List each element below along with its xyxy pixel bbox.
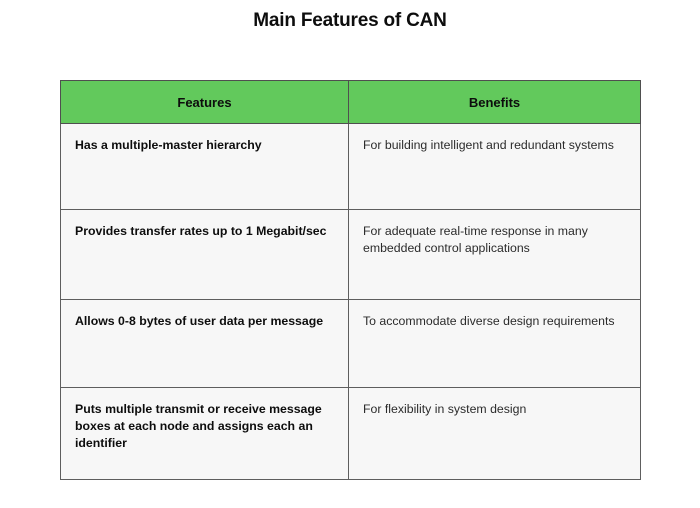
cell-feature: Puts multiple transmit or receive messag… xyxy=(60,387,349,480)
table-body: Has a multiple-master hierarchy For buil… xyxy=(60,123,641,480)
table-row: Provides transfer rates up to 1 Megabit/… xyxy=(60,209,641,300)
cell-benefit: For building intelligent and redundant s… xyxy=(348,123,641,210)
cell-feature: Provides transfer rates up to 1 Megabit/… xyxy=(60,209,349,300)
table-row: Allows 0-8 bytes of user data per messag… xyxy=(60,299,641,388)
cell-benefit: For flexibility in system design xyxy=(348,387,641,480)
cell-benefit: To accommodate diverse design requiremen… xyxy=(348,299,641,388)
table-header: Features Benefits xyxy=(60,80,641,124)
table-row: Has a multiple-master hierarchy For buil… xyxy=(60,123,641,210)
table-header-row: Features Benefits xyxy=(60,80,641,124)
column-header-benefits: Benefits xyxy=(348,80,641,124)
page-title: Main Features of CAN xyxy=(253,10,447,31)
cell-feature: Allows 0-8 bytes of user data per messag… xyxy=(60,299,349,388)
features-table-container: Features Benefits Has a multiple-master … xyxy=(60,80,641,480)
table-row: Puts multiple transmit or receive messag… xyxy=(60,387,641,480)
features-benefits-table: Features Benefits Has a multiple-master … xyxy=(60,80,641,480)
cell-feature: Has a multiple-master hierarchy xyxy=(60,123,349,210)
column-header-features: Features xyxy=(60,80,349,124)
cell-benefit: For adequate real-time response in many … xyxy=(348,209,641,300)
